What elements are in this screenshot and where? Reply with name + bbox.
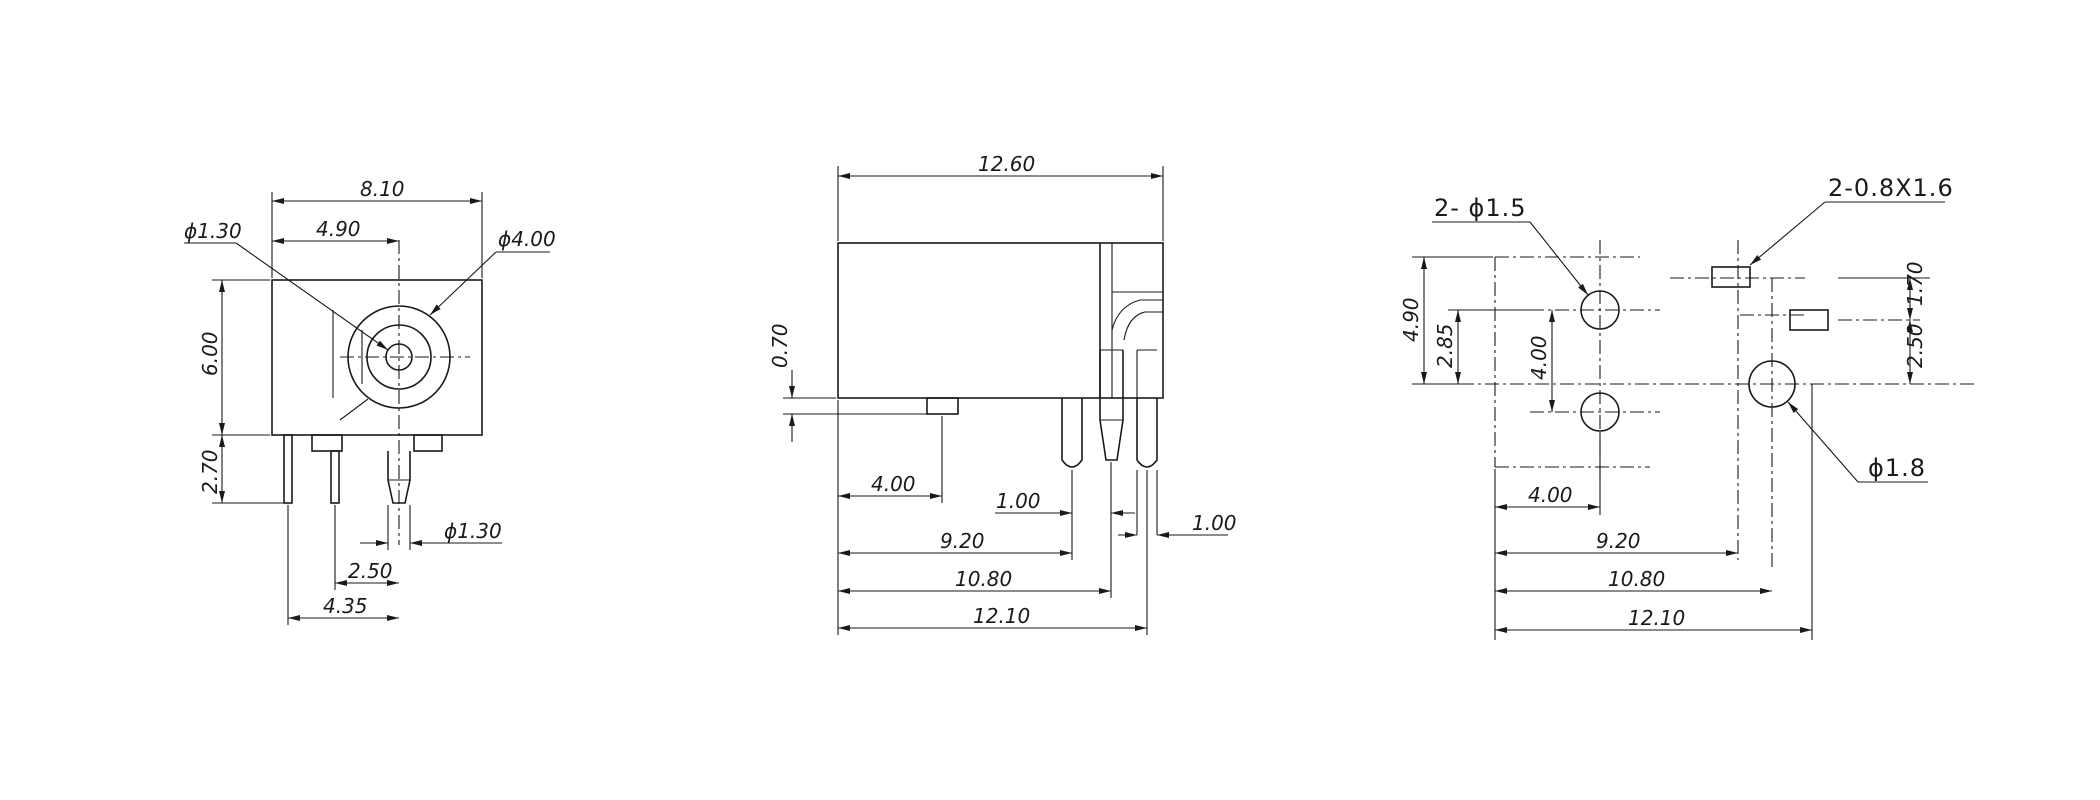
pcb-slot-bottom [1789, 309, 1829, 331]
front-pin-offset: 4.35 [323, 594, 368, 618]
side-standoff [926, 397, 959, 415]
pcb-holes-label: 2- ϕ1.5 [1434, 194, 1527, 222]
pcb-dim-d4: 12.10 [1628, 606, 1685, 630]
side-dim-d2: 9.20 [940, 529, 985, 553]
front-hole-dia: ϕ4.00 [498, 227, 556, 251]
side-pin-1 [1061, 398, 1083, 468]
front-pin-left [283, 434, 293, 504]
side-view: 12.60 0.70 4.00 1.00 1.00 9.20 10.80 [768, 152, 1237, 635]
pcb-dim-d1: 4.00 [1528, 483, 1573, 507]
front-boss-right [413, 434, 443, 452]
side-pin-width-b: 1.00 [1192, 511, 1237, 535]
pcb-hole-bottom [1580, 392, 1620, 432]
front-dim-width: 8.10 [360, 177, 405, 201]
front-body [271, 279, 483, 436]
pcb-slot-offset: 2.50 [1903, 323, 1927, 368]
side-dim-length: 12.60 [978, 152, 1035, 176]
pcb-hole-pitch: 4.00 [1527, 335, 1551, 380]
front-boss-left [311, 434, 343, 452]
front-pin-dia-left: ϕ1.30 [184, 219, 242, 243]
side-dim-d4: 12.10 [973, 604, 1030, 628]
pcb-hole-top [1580, 290, 1620, 330]
side-pin-3 [1136, 398, 1158, 468]
pcb-slots-label: 2-0.8X1.6 [1828, 174, 1954, 202]
pcb-layout: 2- ϕ1.5 2-0.8X1.6 4.90 2.85 4.00 1.70 2.… [1399, 174, 1975, 640]
pcb-dim-d3: 10.80 [1608, 567, 1665, 591]
front-dim-body-height: 6.00 [198, 331, 222, 376]
side-pin-width-a: 1.00 [996, 489, 1041, 513]
side-dim-standoff: 0.70 [768, 323, 792, 368]
side-dim-d3: 10.80 [955, 567, 1012, 591]
pcb-slot-pitch: 1.70 [1903, 261, 1927, 306]
front-view: 8.10 4.90 6.00 2.70 ϕ1.30 ϕ4.00 ϕ1.30 2. [184, 177, 556, 625]
front-pin-mid [330, 450, 340, 504]
pcb-slot-top [1711, 266, 1751, 288]
pcb-dim-h1: 4.90 [1399, 297, 1423, 342]
pcb-hole-large [1748, 360, 1796, 408]
front-dim-pin-height: 2.70 [198, 449, 222, 494]
pcb-dim-d2: 9.20 [1596, 529, 1641, 553]
pcb-large-hole-label: ϕ1.8 [1868, 454, 1926, 482]
front-pin-spacing: 2.50 [348, 559, 393, 583]
front-dim-center-offset: 4.90 [316, 217, 361, 241]
side-body [837, 242, 1164, 399]
pcb-dim-h2: 2.85 [1433, 323, 1457, 368]
side-dim-d1: 4.00 [871, 472, 916, 496]
side-pin-2 [1099, 350, 1124, 461]
front-pin-dia-bottom: ϕ1.30 [444, 519, 502, 543]
